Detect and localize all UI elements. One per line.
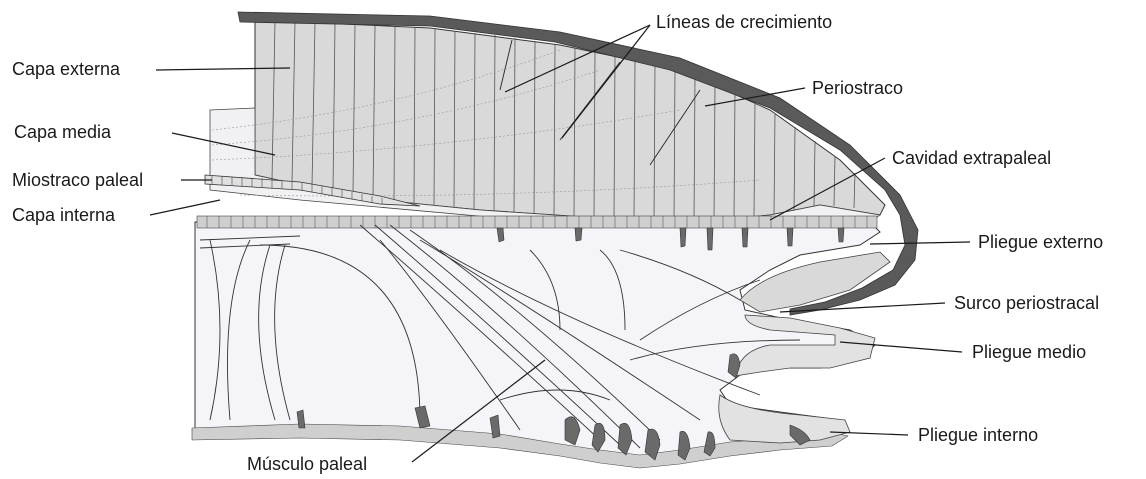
label-cavidad: Cavidad extrapaleal — [892, 148, 1051, 168]
leader-capa-interna — [150, 200, 220, 215]
label-lineas: Líneas de crecimiento — [656, 12, 832, 32]
inner-fold — [719, 395, 850, 443]
label-surco: Surco periostracal — [954, 293, 1099, 313]
label-musculo: Músculo paleal — [247, 454, 367, 474]
label-capa-externa: Capa externa — [12, 59, 121, 79]
leader-pliegue-externo — [870, 242, 970, 244]
label-periostraco: Periostraco — [812, 78, 903, 98]
label-pliegue-medio: Pliegue medio — [972, 342, 1086, 362]
label-miostraco: Miostraco paleal — [12, 170, 143, 190]
label-capa-interna: Capa interna — [12, 205, 116, 225]
label-pliegue-externo: Pliegue externo — [978, 232, 1103, 252]
label-capa-media: Capa media — [14, 122, 112, 142]
label-pliegue-interno: Pliegue interno — [918, 425, 1038, 445]
